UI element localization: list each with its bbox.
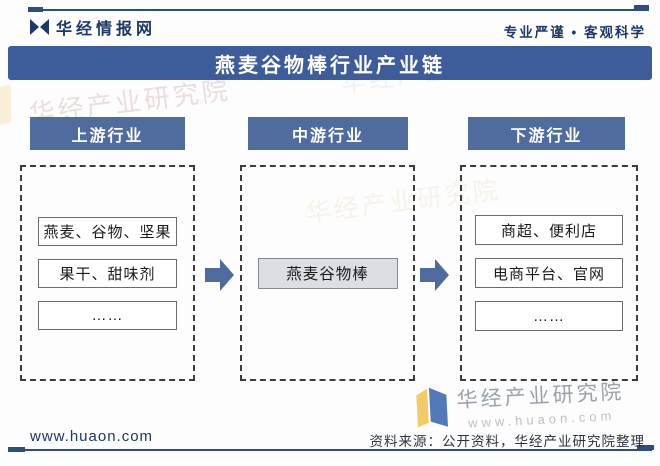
watermark-text: 华经产业研究院 — [456, 380, 626, 413]
brand: 华经情报网 — [30, 15, 156, 39]
bottom-divider-left-cap — [8, 447, 25, 452]
arrow-right-icon — [420, 258, 450, 292]
upstream-header: 上游行业 — [30, 117, 185, 150]
top-divider — [28, 9, 649, 11]
upstream-item: 果干、甜味剂 — [38, 258, 177, 288]
page-title: 燕麦谷物棒行业产业链 — [8, 46, 652, 80]
upstream-item: 燕麦、谷物、坚果 — [38, 216, 177, 246]
watermark-logo-fragment — [0, 84, 11, 126]
arrow-right-icon — [205, 258, 235, 292]
downstream-item: 电商平台、官网 — [475, 258, 623, 288]
downstream-group: 商超、便利店 电商平台、官网 …… — [460, 165, 638, 381]
watermark-logo-icon — [412, 385, 451, 436]
header-tagline: 专业严谨 • 客观科学 — [503, 25, 646, 40]
watermark-block: 华经产业研究院 www.huaon.com — [412, 375, 626, 435]
footer-site-url: www.huaon.com — [30, 428, 154, 445]
midstream-header: 中游行业 — [248, 117, 408, 150]
watermark-url: www.huaon.com — [467, 407, 616, 431]
brand-logo-icon — [30, 19, 49, 36]
midstream-group: 燕麦谷物棒 — [240, 165, 415, 381]
downstream-item-ellipsis: …… — [475, 301, 623, 331]
bottom-divider-right-cap — [637, 445, 654, 450]
brand-name: 华经情报网 — [56, 21, 157, 38]
upstream-item-ellipsis: …… — [38, 300, 177, 330]
top-divider-right-cap — [634, 5, 649, 10]
downstream-item: 商超、便利店 — [475, 215, 623, 245]
top-divider-left-cap — [28, 7, 43, 12]
bottom-divider — [8, 449, 652, 451]
upstream-group: 燕麦、谷物、坚果 果干、甜味剂 …… — [20, 165, 195, 381]
footer-source-note: 资料来源：公开资料，华经产业研究院整理 — [369, 434, 645, 449]
midstream-item: 燕麦谷物棒 — [257, 257, 398, 289]
downstream-header: 下游行业 — [468, 117, 625, 150]
